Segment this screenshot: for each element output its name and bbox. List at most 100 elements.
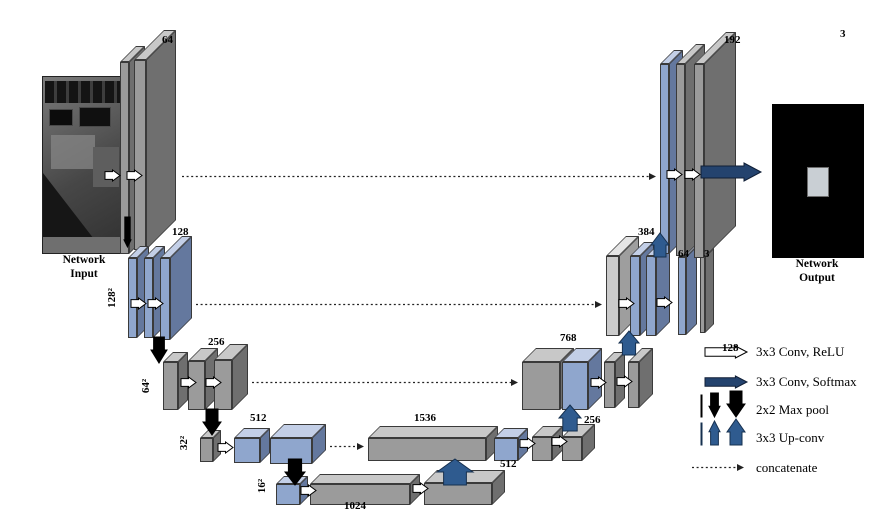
feature-map-block (128, 246, 149, 338)
input-texture-shape (79, 107, 111, 127)
channels-label-dec2-out: 128 (722, 342, 739, 354)
feature-map-block (494, 428, 528, 461)
channels-label-dec1-concat: 192 (724, 34, 741, 46)
resolution-label-64: 64² (140, 378, 152, 394)
resolution-label-128: 128² (106, 288, 118, 308)
legend-upconv-icon (726, 418, 746, 446)
maxpool-arrow (123, 216, 132, 249)
feature-map-block (606, 236, 639, 336)
block-front-face (604, 362, 615, 408)
block-front-face (522, 362, 560, 410)
channels-label-dec3-concat: 768 (560, 332, 577, 344)
block-front-face (532, 437, 552, 461)
concatenate-arrow (182, 173, 656, 180)
feature-map-block (160, 236, 192, 340)
legend-label-concatenate: concatenate (756, 460, 818, 475)
network-input-image (42, 76, 128, 254)
feature-map-block (562, 348, 602, 410)
channels-label-enc1: 64 (162, 34, 173, 46)
block-top-face (368, 426, 498, 438)
block-front-face (630, 256, 640, 336)
conv-relu-arrow (656, 296, 673, 309)
channels-label-dec4: 512 (500, 458, 517, 470)
block-front-face (200, 438, 213, 462)
upconv-arrow (557, 404, 583, 432)
legend-conv-softmax-icon (704, 375, 749, 389)
feature-map-block (678, 246, 697, 335)
block-front-face (163, 362, 178, 410)
channels-label-enc3: 256 (208, 336, 225, 348)
feature-map-block (163, 352, 188, 410)
maxpool-arrow (150, 336, 168, 364)
feature-map-block (276, 476, 308, 505)
legend-maxpool-icon (700, 394, 703, 418)
output-caption: Network Output (795, 258, 839, 284)
channels-label-dec4-out: 256 (584, 414, 601, 426)
conv-relu-arrow (300, 484, 317, 497)
concatenate-arrow (330, 443, 364, 450)
legend-upconv-icon (708, 419, 721, 446)
feature-map-block (628, 348, 653, 408)
channels-label-enc4: 512 (250, 412, 267, 424)
channels-label-dec4-concat: 1536 (414, 412, 436, 424)
input-texture-shape (43, 237, 127, 253)
feature-map-block (700, 248, 714, 333)
conv-relu-arrow (684, 168, 701, 181)
block-front-face (700, 257, 705, 333)
input-texture-shape (93, 147, 119, 187)
network-output-image (772, 104, 864, 258)
input-texture-shape (51, 135, 95, 169)
conv-relu-arrow (205, 376, 222, 389)
channels-label-dec2-concat: 384 (638, 226, 655, 238)
conv-relu-arrow (126, 169, 143, 182)
output-defect-patch (807, 167, 829, 197)
concatenate-arrow (196, 301, 602, 308)
block-front-face (234, 438, 260, 463)
block-front-face (120, 62, 129, 254)
legend-conv-relu-icon (704, 345, 749, 359)
input-texture-shape (45, 81, 123, 103)
conv-relu-arrow (616, 375, 633, 388)
feature-map-block (234, 428, 270, 463)
feature-map-block (562, 424, 595, 461)
legend-label-conv-relu: 3x3 Conv, ReLU (756, 344, 845, 359)
block-side-face (704, 32, 736, 258)
block-front-face (646, 256, 656, 336)
legend-label-conv-softmax: 3x3 Conv, Softmax (756, 374, 857, 389)
conv-relu-arrow (147, 297, 164, 310)
upconv-arrow (617, 330, 641, 356)
upconv-arrow (650, 232, 670, 258)
feature-map-block (522, 348, 574, 410)
conv-relu-arrow (590, 376, 607, 389)
block-front-face (660, 64, 669, 254)
feature-map-block (144, 246, 165, 338)
channels-label-dec2-b: 3 (704, 248, 710, 260)
conv-relu-arrow (130, 297, 147, 310)
block-front-face (134, 60, 146, 250)
resolution-label-16: 16² (256, 478, 268, 494)
feature-map-block (134, 30, 176, 250)
channels-label-bottleneck: 1024 (344, 500, 366, 512)
maxpool-arrow (283, 458, 307, 486)
maxpool-arrow (202, 408, 222, 436)
conv-relu-arrow (519, 437, 536, 450)
feature-map-block (120, 46, 145, 254)
feature-map-block (604, 352, 625, 408)
conv-relu-arrow (618, 297, 635, 310)
legend-label-maxpool: 2x2 Max pool (756, 402, 829, 417)
block-front-face (494, 438, 518, 461)
block-front-face (562, 362, 588, 410)
concatenate-arrow (252, 379, 518, 386)
legend-maxpool-icon (726, 390, 746, 418)
channels-label-output: 3 (840, 28, 846, 40)
block-front-face (562, 437, 582, 461)
feature-map-block (368, 426, 498, 461)
block-side-face (705, 248, 714, 333)
conv-relu-arrow (666, 168, 683, 181)
resolution-label-32: 32² (178, 435, 190, 451)
feature-map-block (200, 430, 221, 462)
concatenate-arrow (692, 464, 744, 471)
legend-upconv-icon (700, 422, 703, 446)
block-front-face (606, 256, 619, 336)
